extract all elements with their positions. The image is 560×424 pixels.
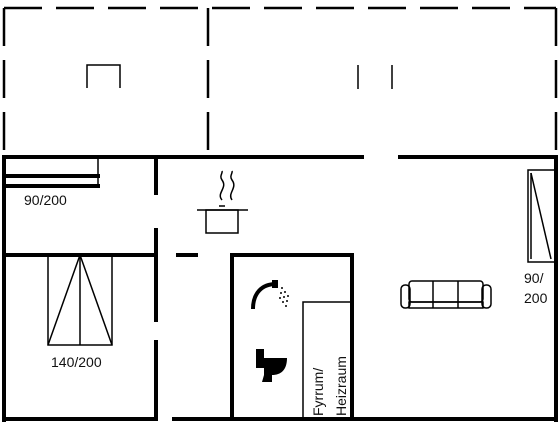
upper-fixture-left: [86, 64, 121, 88]
stove-pot-icon: [197, 170, 248, 234]
single-bed-left: [2, 157, 100, 188]
boiler-label-line1: Fyrrum/: [310, 368, 326, 416]
boiler-room: [302, 301, 353, 420]
upper-dashed-outline: [2, 6, 558, 156]
bed-right-label-line2: 200: [524, 290, 548, 306]
exterior-walls: [2, 155, 558, 422]
boiler-label-line2: Heizraum: [333, 356, 349, 416]
bed-left-top-label: 90/200: [24, 192, 67, 208]
bed-double-label: 140/200: [51, 354, 102, 370]
double-bed: [47, 254, 113, 346]
shower-icon: [251, 280, 289, 310]
single-bed-right: [527, 169, 557, 263]
bed-right-label-line1: 90/: [524, 270, 544, 286]
toilet-icon: [256, 349, 287, 382]
sofa-icon: [400, 280, 492, 309]
